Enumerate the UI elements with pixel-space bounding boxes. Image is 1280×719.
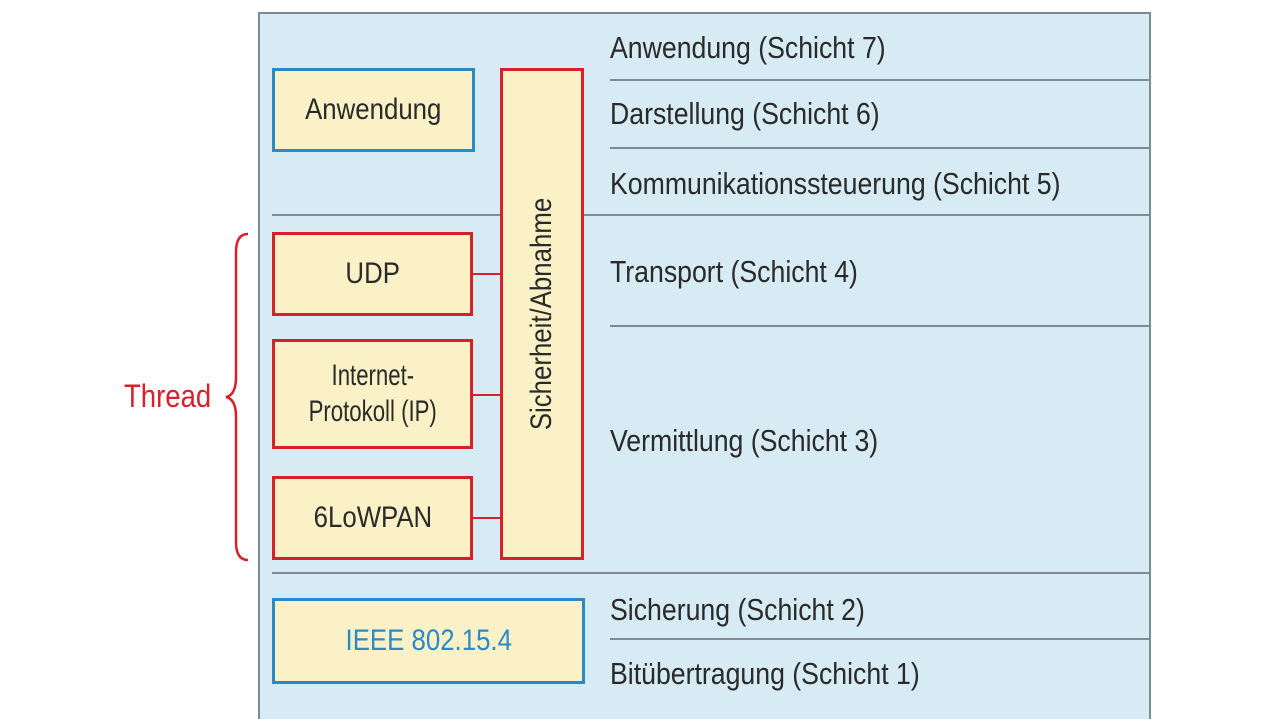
ip-label-line2: Protokoll (IP) (308, 395, 437, 428)
ieee-802-15-4-box: IEEE 802.15.4 (272, 598, 585, 684)
udp-box: UDP (272, 232, 473, 316)
ieee-label: IEEE 802.15.4 (345, 624, 512, 657)
6lowpan-box: 6LoWPAN (272, 476, 473, 560)
divider-4-3 (610, 325, 1151, 327)
6lowpan-security-connector (473, 517, 500, 519)
ip-label-line1: Internet- (331, 359, 414, 392)
ip-security-connector (473, 394, 500, 396)
divider-upper-lower (272, 214, 1151, 216)
application-label: Anwendung (305, 93, 442, 126)
udp-security-connector (473, 273, 500, 275)
application-box: Anwendung (272, 68, 475, 152)
ip-label: Internet- Protokoll (IP) (298, 358, 447, 430)
divider-7-6 (610, 79, 1151, 81)
6lowpan-label: 6LoWPAN (313, 501, 432, 534)
security-label: Sicherheit/Abnahme (525, 197, 558, 431)
layer-7-label: Anwendung (Schicht 7) (610, 30, 886, 65)
divider-2-1 (610, 638, 1151, 640)
thread-brace (225, 232, 249, 562)
security-box: Sicherheit/Abnahme (500, 68, 584, 560)
udp-label: UDP (345, 257, 400, 290)
layer-5-label: Kommunikationssteuerung (Schicht 5) (610, 166, 1061, 201)
layer-2-label: Sicherung (Schicht 2) (610, 592, 865, 627)
ip-box: Internet- Protokoll (IP) (272, 339, 473, 449)
layer-3-label: Vermittlung (Schicht 3) (610, 423, 879, 458)
layer-4-label: Transport (Schicht 4) (610, 254, 858, 289)
divider-network-link (272, 572, 1151, 574)
layer-1-label: Bitübertragung (Schicht 1) (610, 656, 920, 691)
layer-6-label: Darstellung (Schicht 6) (610, 96, 880, 131)
divider-6-5 (610, 147, 1151, 149)
thread-label: Thread (124, 378, 212, 414)
